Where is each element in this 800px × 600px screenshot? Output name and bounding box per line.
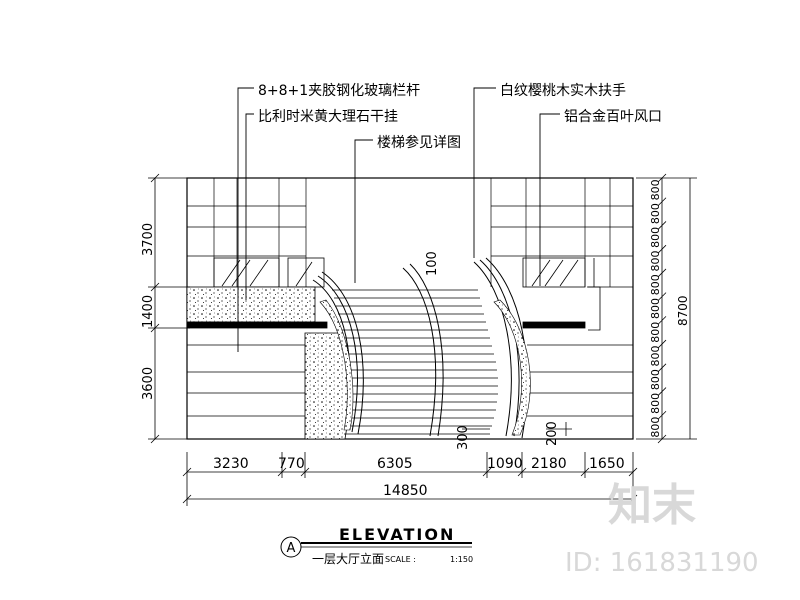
annotation-handrail: 白纹樱桃木实木扶手: [500, 82, 626, 99]
dim-right-segment: 800: [649, 322, 662, 343]
drawing-title: ELEVATION: [339, 525, 455, 544]
wall-tile-grid: [187, 178, 633, 288]
dim-left-middle: 1400: [141, 295, 156, 328]
watermark-logo: 知末: [608, 480, 696, 531]
dim-right-segment: 800: [649, 227, 662, 248]
scale-value: 1:150: [450, 555, 473, 564]
right-dimension-tick: [657, 434, 667, 444]
dim-right-segment: 800: [649, 179, 662, 200]
dim-right-segment: 800: [649, 274, 662, 295]
right-dimension-tick: [657, 197, 667, 207]
dim-bottom-overall: 14850: [383, 483, 428, 499]
lower-wall-courses: [187, 344, 633, 417]
louver-vent: [588, 258, 601, 331]
dim-bottom-2: 770: [278, 456, 305, 472]
dim-bottom-3: 6305: [377, 456, 413, 472]
right-dimension-tick: [657, 292, 667, 301]
step-markers: [462, 422, 572, 436]
dim-right-segment: 800: [649, 298, 662, 319]
dim-left-upper: 3700: [141, 223, 156, 256]
left-dimension-chain: [148, 173, 190, 444]
dim-right-segment: 800: [649, 393, 662, 414]
watermark-id: ID: 161831190: [565, 548, 759, 578]
scale-label: SCALE :: [385, 555, 416, 564]
dim-right-segment: 800: [649, 417, 662, 438]
section-marker-letter: A: [287, 541, 296, 556]
leader-lines: [237, 87, 560, 352]
dim-right-segment: 800: [649, 369, 662, 390]
right-dimension-tick: [657, 268, 667, 278]
right-dimension-chain: [636, 177, 697, 440]
right-dimension-tick: [657, 387, 667, 396]
right-dimension-tick: [657, 339, 667, 349]
title-block: A ELEVATION 一层大厅立面 SCALE : 1:150: [280, 525, 473, 566]
marble-cladding: [186, 286, 586, 440]
right-dimension-tick: [657, 173, 667, 183]
dim-right-segment: 800: [649, 203, 662, 224]
dim-bottom-6: 1650: [589, 456, 625, 472]
stair-treads: [332, 289, 498, 435]
dim-bottom-5: 2180: [531, 456, 567, 472]
label-top-landing: 100: [425, 251, 440, 276]
annotation-aluminium-louver: 铝合金百叶风口: [564, 109, 662, 125]
right-dimension-tick: [657, 316, 667, 325]
watermark: 知末 ID: 161831190: [565, 480, 759, 578]
label-step-right: 200: [545, 421, 560, 446]
annotation-glass-railing: 8+8+1夹胶钢化玻璃栏杆: [258, 82, 420, 99]
dim-right-total: 8700: [676, 295, 690, 326]
dim-bottom-4: 1090: [487, 456, 523, 472]
bottom-dimension-chain: [182, 452, 638, 506]
dim-right-segment: 800: [649, 345, 662, 366]
annotation-marble-column: 比利时米黄大理石干挂: [258, 108, 398, 125]
glass-railing-right: [522, 257, 586, 288]
dim-bottom-1: 3230: [213, 456, 249, 472]
right-dimension-tick: [657, 221, 667, 230]
label-step-left: 300: [456, 425, 471, 450]
right-marble-strip: [319, 299, 531, 436]
glass-railing-left: [213, 257, 325, 288]
right-dimension-tick: [657, 410, 667, 420]
drawing-subtitle: 一层大厅立面: [312, 551, 384, 566]
dim-left-lower: 3600: [141, 367, 156, 400]
right-dimension-tick: [657, 244, 667, 254]
right-dimension-tick: [657, 363, 667, 373]
dim-right-segment: 800: [649, 251, 662, 272]
right-dimension-ticks: 800 800 800 800 800 800 800 800 800 800 800: [649, 173, 667, 444]
annotation-stair-reference: 楼梯参见详图: [377, 134, 461, 151]
